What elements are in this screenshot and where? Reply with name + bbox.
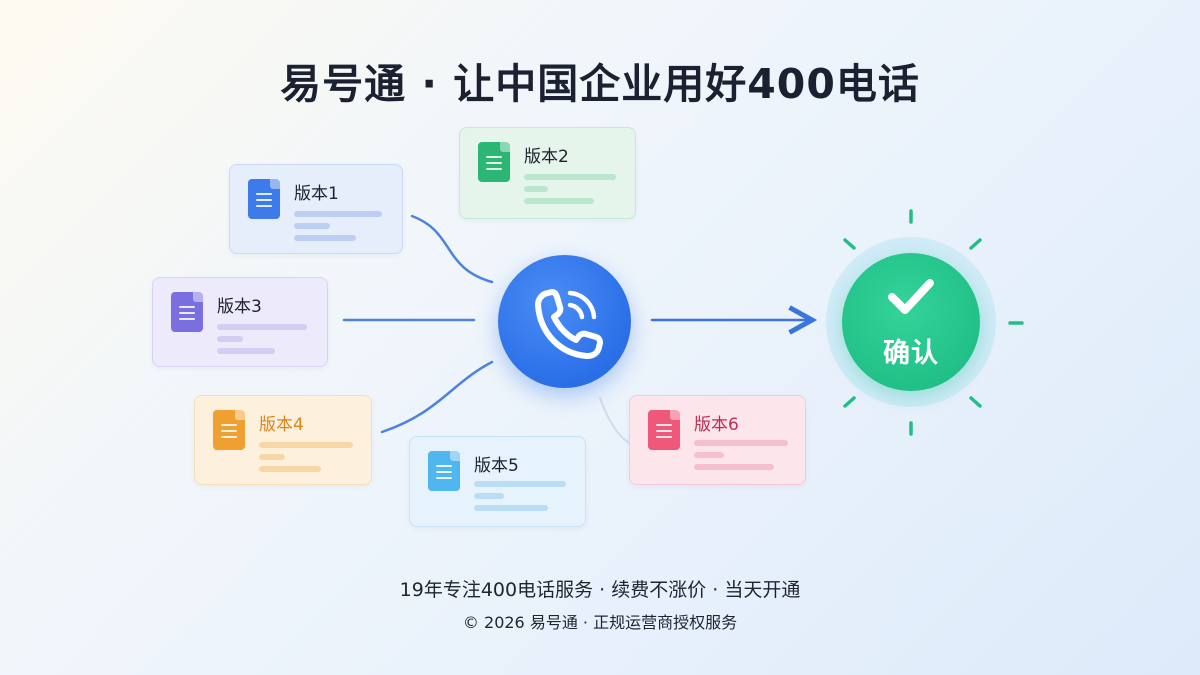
placeholder-line <box>524 174 616 180</box>
phone-icon <box>535 289 603 359</box>
placeholder-line <box>294 223 330 229</box>
footer-copyright: © 2026 易号通 · 正规运营商授权服务 <box>462 613 738 632</box>
confirm-label: 确认 <box>883 338 939 369</box>
version-card-5[interactable]: 版本5 <box>409 436 586 527</box>
version-card-6[interactable]: 版本6 <box>629 395 806 485</box>
version-card-1[interactable]: 版本1 <box>229 164 403 254</box>
placeholder-line <box>217 324 307 330</box>
checkmark-icon <box>888 279 934 314</box>
version-card-2[interactable]: 版本2 <box>459 127 636 219</box>
version-card-label: 版本5 <box>474 456 519 476</box>
placeholder-line <box>524 186 548 192</box>
confirm-badge[interactable]: 确认 <box>842 253 980 391</box>
page-title: 易号通 · 让中国企业用好400电话 <box>280 60 920 108</box>
connector-version4 <box>380 360 494 434</box>
placeholder-line <box>474 481 566 487</box>
version-card-3[interactable]: 版本3 <box>152 277 328 367</box>
placeholder-line <box>474 505 548 511</box>
document-icon <box>648 410 680 450</box>
footer-tagline: 19年专注400电话服务 · 续费不涨价 · 当天开通 <box>399 579 801 601</box>
placeholder-line <box>217 348 275 354</box>
placeholder-line <box>474 493 504 499</box>
placeholder-line <box>294 211 382 217</box>
placeholder-line <box>694 452 724 458</box>
version-card-label: 版本1 <box>294 184 339 204</box>
placeholder-line <box>294 235 356 241</box>
placeholder-line <box>217 336 243 342</box>
confirm-rays <box>843 209 1024 436</box>
version-card-4[interactable]: 版本4 <box>194 395 372 485</box>
version-card-label: 版本4 <box>259 415 304 435</box>
version-card-label: 版本3 <box>217 297 262 317</box>
placeholder-line <box>694 464 774 470</box>
placeholder-line <box>259 454 285 460</box>
connector-version1 <box>410 214 494 284</box>
document-icon <box>213 410 245 450</box>
phone-hub <box>498 255 631 388</box>
placeholder-line <box>259 442 353 448</box>
placeholder-line <box>694 440 788 446</box>
document-icon <box>171 292 203 332</box>
placeholder-line <box>524 198 594 204</box>
placeholder-line <box>259 466 321 472</box>
version-card-label: 版本6 <box>694 415 739 435</box>
document-icon <box>478 142 510 182</box>
document-icon <box>428 451 460 491</box>
document-icon <box>248 179 280 219</box>
version-card-label: 版本2 <box>524 147 569 167</box>
